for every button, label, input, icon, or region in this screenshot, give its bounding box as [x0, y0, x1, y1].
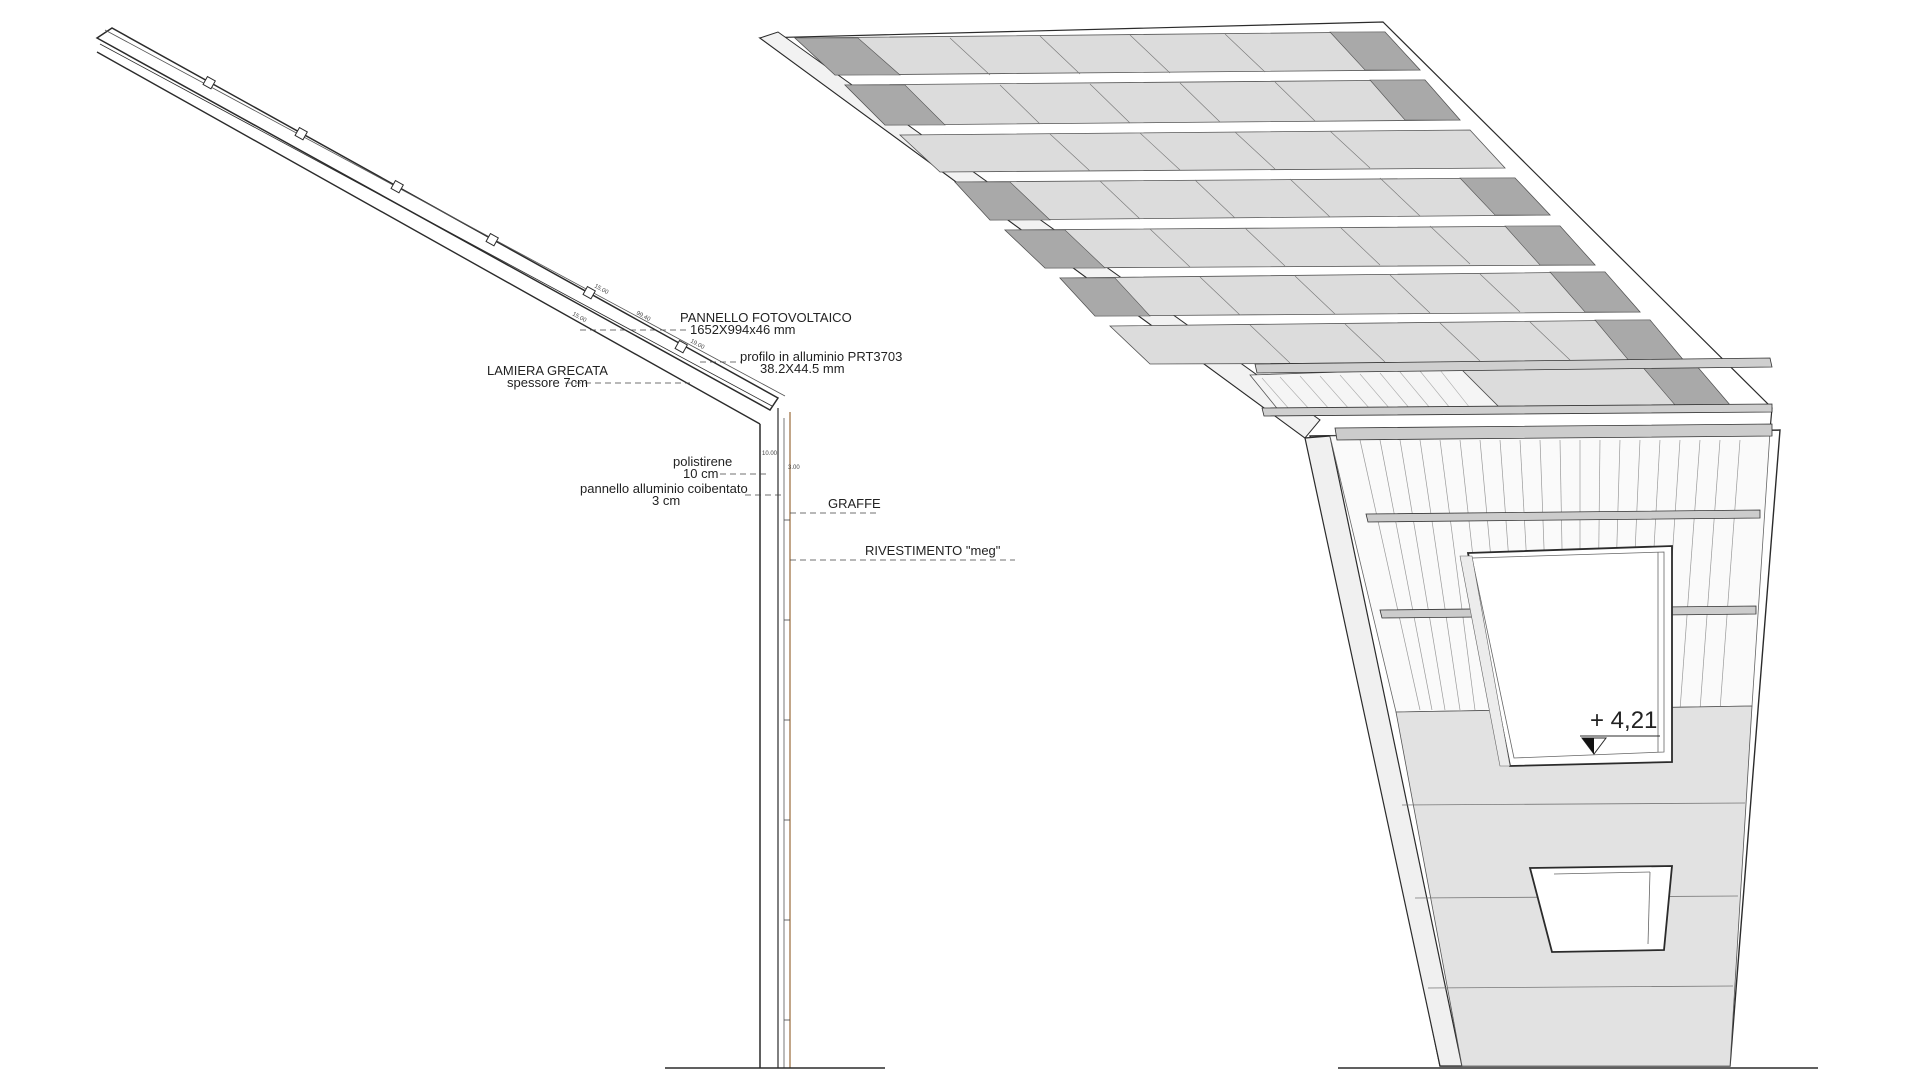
clips-label: GRAFFE	[828, 496, 881, 511]
axonometric-view: + 4,21	[758, 21, 1818, 1069]
dimension-mark: 10.00	[762, 451, 778, 457]
pv-panel-size: 1652X994x46 mm	[690, 322, 796, 337]
pv-row	[898, 129, 1506, 173]
deck-title: LAMIERA GRECATA	[487, 363, 608, 378]
insulation-thickness: 10 cm	[683, 466, 718, 481]
roof-slab-inner-line	[99, 43, 773, 407]
roof-cross-beams	[1254, 357, 1773, 417]
elevation-label: + 4,21	[1590, 707, 1657, 734]
roof-wall-section: 15.00 99.40 19.00 15.00 10.00 3.00 PANNE…	[95, 27, 1015, 1069]
deck-corrugations	[1261, 369, 1471, 411]
upper-window-frame	[1471, 551, 1665, 759]
deck-thickness: spessore 7cm	[507, 375, 588, 390]
profile-mark	[294, 126, 308, 141]
pv-row	[1059, 271, 1641, 317]
insulation-title: polistirene	[673, 454, 732, 469]
aluminium-profiles	[202, 75, 688, 354]
pv-panel-title: PANNELLO FOTOVOLTAICO	[680, 310, 852, 325]
upper-window-reveal	[1459, 555, 1511, 767]
leader-lines	[565, 329, 1015, 561]
cladding-joints	[784, 519, 790, 1021]
elevation-triangle-fill	[1582, 738, 1594, 754]
elevation-marker: + 4,21	[1580, 707, 1660, 755]
profile-mark	[202, 75, 216, 90]
roof-underside	[96, 51, 761, 425]
cladding-label: RIVESTIMENTO "meg"	[865, 543, 1001, 558]
profile-mark	[582, 285, 596, 300]
profile-mark	[674, 339, 688, 354]
profile-mark	[390, 179, 404, 194]
lower-window	[1528, 865, 1673, 953]
pv-row	[954, 177, 1551, 221]
lower-window-jamb	[1647, 871, 1651, 945]
roof-slab	[95, 27, 780, 411]
panel-thickness: 3 cm	[652, 493, 680, 508]
pv-panel-line	[104, 29, 786, 397]
profile-mark	[485, 232, 499, 247]
pv-cell-dividers	[949, 33, 1571, 364]
panel-title: pannello alluminio coibentato	[580, 481, 748, 496]
pv-dark-panels	[794, 31, 1731, 406]
pv-row	[1109, 319, 1686, 365]
pv-panel-rows	[793, 31, 1731, 409]
dimension-mark: 3.00	[788, 465, 800, 471]
profile-title: profilo in alluminio PRT3703	[740, 349, 902, 364]
lower-window-sill	[1553, 871, 1651, 875]
exposed-deck	[1249, 367, 1501, 413]
profile-size: 38.2X44.5 mm	[760, 361, 845, 376]
